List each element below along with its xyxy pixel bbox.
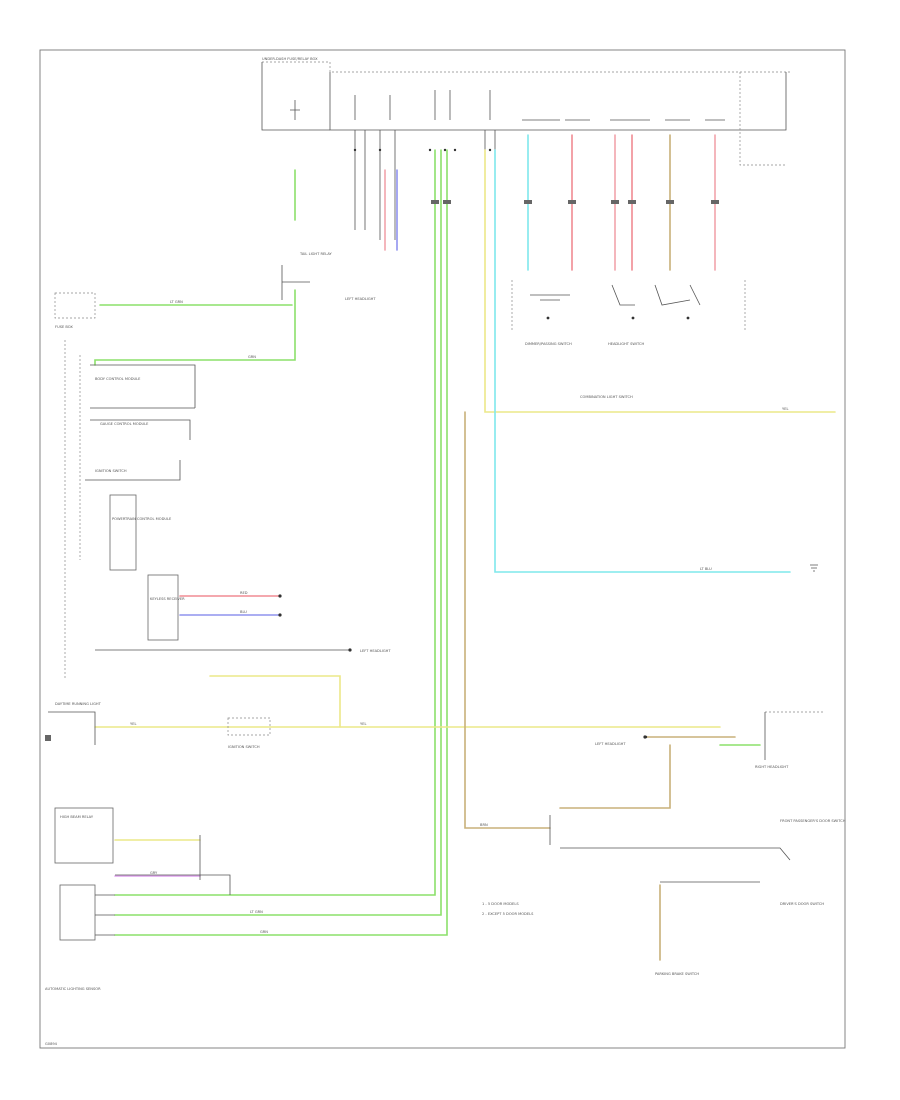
main-switch-wires: YEL LT BLU — [484, 149, 836, 573]
wire-label-gry: GRY — [150, 871, 158, 875]
wire-label-grn-lower: GRN — [260, 930, 268, 934]
tail-light-relay: TAIL LIGHT RELAY LEFT HEADLIGHT — [281, 252, 376, 301]
dimmer-switch-label: DIMMER/PASSING SWITCH — [525, 342, 572, 346]
yellow-lower-wires: YEL YEL — [94, 675, 721, 841]
wire-label-lt-grn-upper: LT GRN — [170, 300, 183, 304]
wire-label-lt-grn-lower: LT GRN — [250, 910, 263, 914]
green-signal-wires: LT GRN GRN LT GRN GRN — [94, 149, 451, 936]
wire-label-yel-lower: YEL — [130, 722, 136, 726]
high-beam-relay-label: HIGH BEAM RELAY — [60, 815, 94, 819]
legend: 1 - 5 DOOR MODELS 2 - EXCEPT 5 DOOR MODE… — [482, 902, 534, 916]
door-switch-passenger-label: FRONT PASSENGER'S DOOR SWITCH — [780, 819, 846, 823]
left-headlight-mid-label: LEFT HEADLIGHT — [360, 649, 391, 653]
keyless-output-wires: RED BLU LEFT HEADLIGHT — [95, 591, 391, 653]
combination-light-switch: DIMMER/PASSING SWITCH HEADLIGHT SWITCH C… — [511, 280, 746, 399]
body-control-section: FUSE BOX BODY CONTROL MODULE GAUGE CONTR… — [54, 292, 196, 680]
body-control-module-label: BODY CONTROL MODULE — [95, 377, 141, 381]
gauge-module-label: GAUGE CONTROL MODULE — [100, 422, 149, 426]
wire-label-brn: BRN — [480, 823, 488, 827]
wire-label-lt-blu: LT BLU — [700, 567, 712, 571]
left-headlight-upper-label: LEFT HEADLIGHT — [345, 297, 376, 301]
wire-label-yel-top: YEL — [782, 407, 788, 411]
left-headlight-lower-label: LEFT HEADLIGHT — [595, 742, 626, 746]
right-headlight-block: RIGHT HEADLIGHT LEFT HEADLIGHT — [595, 711, 825, 769]
wire-label-grn-upper: GRN — [248, 355, 256, 359]
right-headlight-label: RIGHT HEADLIGHT — [755, 765, 789, 769]
ignition-switch-mid: IGNITION SWITCH — [227, 717, 271, 749]
combination-switch-wires — [384, 134, 719, 271]
door-switch-driver-label: DRIVER'S DOOR SWITCH — [780, 902, 824, 906]
combination-switch-label: COMBINATION LIGHT SWITCH — [580, 395, 633, 399]
daytime-running-light-unit: DAYTIME RUNNING LIGHT — [45, 702, 102, 745]
diagram-frame — [39, 49, 846, 1049]
headlight-switch-label: HEADLIGHT SWITCH — [608, 342, 644, 346]
legend-note-2: 2 - EXCEPT 5 DOOR MODELS — [482, 912, 534, 916]
ignition-switch-label-left: IGNITION SWITCH — [95, 469, 127, 473]
fuse-box-branches — [353, 130, 496, 260]
legend-note-1: 1 - 5 DOOR MODELS — [482, 902, 519, 906]
parking-brake-label: PARKING BRAKE SWITCH — [655, 972, 699, 976]
door-switch-wires: BRN FRONT PASSENGER'S DOOR SWITCH DRIVER… — [464, 411, 846, 976]
ignition-switch-label: IGNITION SWITCH — [228, 745, 260, 749]
under-dash-fuse-box: UNDER-DASH FUSE/RELAY BOX — [261, 57, 790, 166]
fuse-box-top-label: UNDER-DASH FUSE/RELAY BOX — [262, 57, 318, 61]
wire-label-blu-keyless: BLU — [240, 610, 247, 614]
wire-label-yel-mid: YEL — [360, 722, 366, 726]
fuse-box-left-label: FUSE BOX — [55, 325, 73, 329]
ground-symbols — [644, 564, 818, 739]
drl-label: DAYTIME RUNNING LIGHT — [55, 702, 102, 706]
wire-label-red-keyless: RED — [240, 591, 248, 595]
lower-left-sensors: HIGH BEAM RELAY AUTOMATIC LIGHTING SENSO… — [45, 807, 231, 991]
tail-light-relay-label: TAIL LIGHT RELAY — [299, 252, 332, 256]
keyless-receiver-label: KEYLESS RECEIVER — [150, 597, 185, 601]
auto-light-sensor-label: AUTOMATIC LIGHTING SENSOR — [45, 987, 101, 991]
footer-code: G0894 — [45, 1042, 58, 1046]
pcm-label: POWERTRAIN CONTROL MODULE — [112, 517, 172, 521]
